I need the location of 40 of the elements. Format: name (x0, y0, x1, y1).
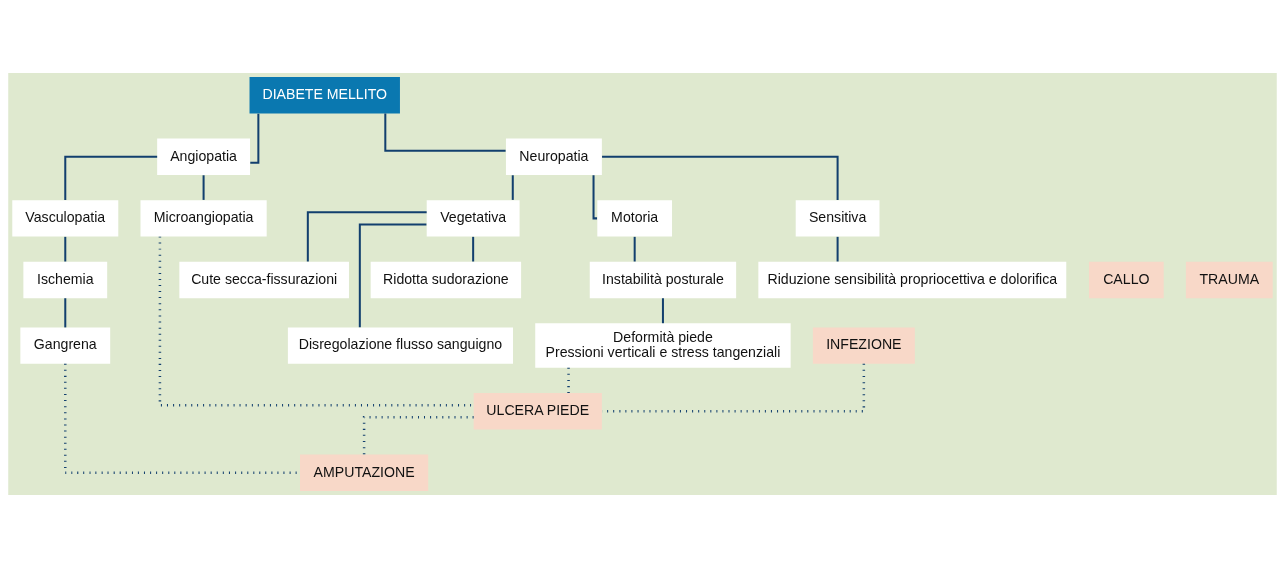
connector (64, 363, 300, 475)
node-box: TRAUMA (1185, 261, 1273, 299)
node-box: ULCERA PIEDE (473, 393, 602, 430)
node-box: Microangiopatia (140, 200, 267, 237)
node-box: Deformità piede Pressioni verticali e stress tangenziali (535, 323, 791, 368)
node-box: Angiopatia (157, 138, 251, 175)
node-box: AMPUTAZIONE (300, 454, 429, 491)
node-box: DIABETE MELLITO (249, 77, 400, 114)
node-box: Gangrena (20, 327, 111, 364)
node-box: Ischemia (23, 261, 108, 299)
node-box: Ridotta sudorazione (370, 261, 522, 299)
node-box: Cute secca-fissurazioni (179, 261, 349, 299)
node-box: Neuropatia (505, 138, 602, 175)
node-box: Vegetativa (426, 200, 520, 237)
connector (384, 113, 506, 152)
connector (250, 113, 260, 164)
connector (661, 298, 664, 324)
connector (158, 236, 474, 407)
node-box: Motoria (597, 200, 673, 237)
node-box: Riduzione sensibilità propriocettiva e dolorifica (758, 261, 1067, 299)
node-box: Instabilità posturale (589, 261, 737, 299)
connector (358, 223, 427, 328)
node-box: Disregolazione flusso sanguigno (287, 327, 513, 364)
connector (836, 236, 839, 262)
node-box: CALLO (1089, 261, 1164, 299)
connector (567, 367, 570, 393)
node-box: Vasculopatia (12, 200, 119, 237)
connector (202, 175, 205, 200)
connector (633, 236, 636, 262)
connector (362, 416, 474, 455)
connector (472, 236, 475, 262)
node-box: INFEZIONE (812, 327, 915, 364)
connector (64, 155, 158, 200)
connector (592, 175, 598, 220)
connector (511, 175, 514, 200)
connector (64, 236, 67, 262)
connector (602, 155, 839, 200)
connector (64, 298, 67, 328)
connector (306, 211, 427, 262)
node-box: Sensitiva (795, 200, 880, 237)
